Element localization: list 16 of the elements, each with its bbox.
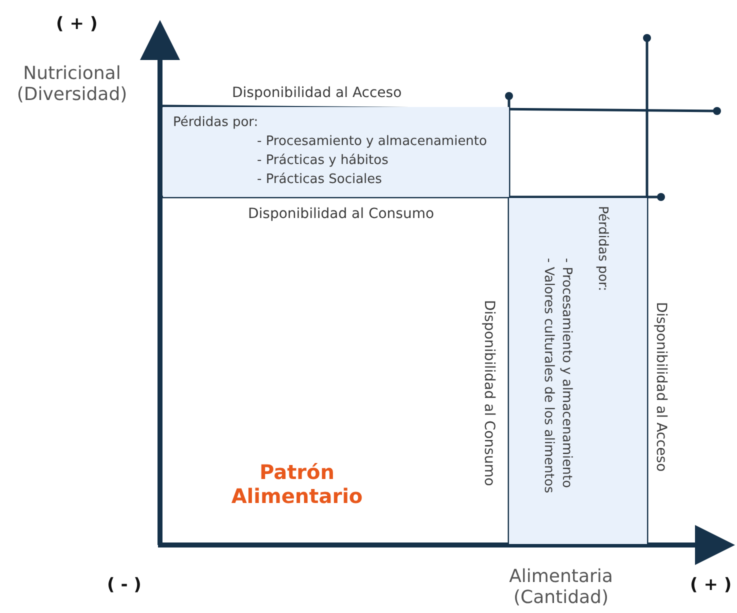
axis-end-label: ( + ) (56, 14, 98, 34)
shaded-region (163, 107, 509, 197)
list-heading: Pérdidas por: (595, 206, 610, 292)
line-label: Disponibilidad al Consumo (481, 300, 497, 486)
axis-end-label: ( + ) (690, 575, 732, 595)
axis-label: Alimentaria (Cantidad) (508, 566, 614, 608)
list-heading: Pérdidas por: (173, 115, 258, 130)
axis-end-label: ( - ) (107, 575, 142, 595)
region-label: Patrón Alimentario (230, 460, 364, 508)
shaded-region (509, 198, 647, 544)
list-item: - Procesamiento y almacenamiento (559, 258, 574, 488)
list-item: - Prácticas Sociales (257, 172, 382, 187)
list-item: - Valores culturales de los alimentos (541, 258, 556, 494)
list-item: - Procesamiento y almacenamiento (257, 134, 487, 149)
axis-label: Nutricional (Diversidad) (16, 63, 128, 105)
list-item: - Prácticas y hábitos (257, 153, 388, 168)
